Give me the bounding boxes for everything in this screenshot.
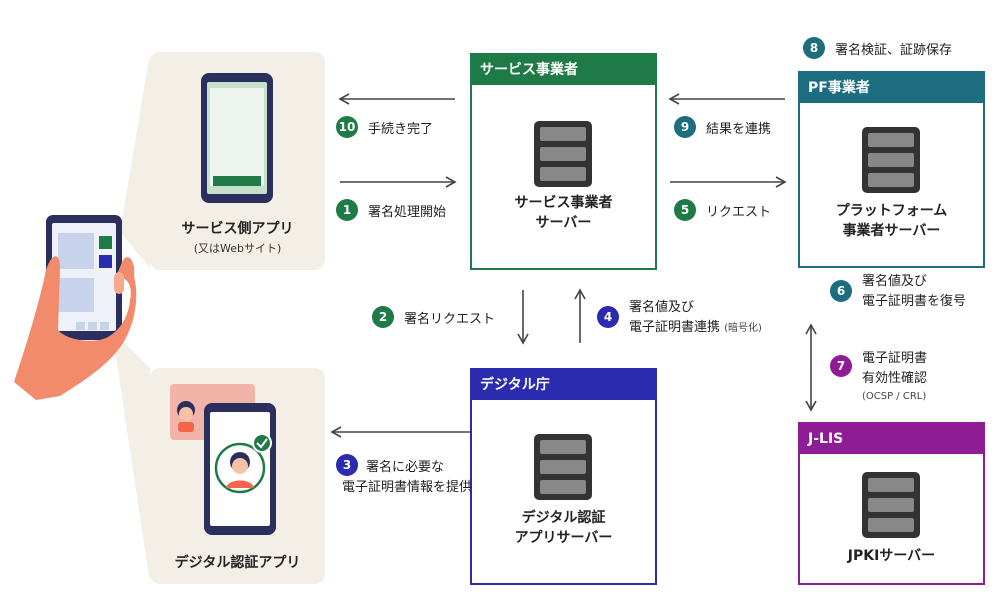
step-number: 3 <box>336 454 358 476</box>
server-icon <box>862 472 920 538</box>
step-number: 1 <box>336 199 358 221</box>
digital-app-title: デジタル認証アプリ <box>174 555 301 571</box>
step-label-line2: 電子証明書を復号 <box>862 294 967 309</box>
step-10: 10 手続き完了 <box>336 116 433 138</box>
step-label: 結果を連携 <box>706 121 772 137</box>
step-number: 6 <box>830 280 852 302</box>
step-label: 署名検証、証跡保存 <box>835 42 953 58</box>
service-provider-header: サービス事業者 <box>472 55 655 85</box>
step-number: 10 <box>336 116 358 138</box>
jlis-server-label: JPKIサーバー <box>847 548 936 564</box>
service-provider-box: サービス事業者 サービス事業者 サーバー <box>470 53 657 270</box>
step-number: 8 <box>803 37 825 59</box>
callout-wedge-top <box>120 52 150 268</box>
pf-provider-header: PF事業者 <box>800 73 983 103</box>
service-app-subtitle: (又はWebサイト) <box>193 242 282 255</box>
step-note: (暗号化) <box>724 323 762 334</box>
step-label-line1: 電子証明書 <box>862 351 928 366</box>
step-number: 5 <box>674 199 696 221</box>
step-label: 署名リクエスト <box>404 311 496 327</box>
step-5: 5 リクエスト <box>674 199 771 221</box>
step-label-line2: 電子証明書情報を提供 <box>342 480 473 495</box>
server-icon <box>534 121 592 187</box>
step-label: リクエスト <box>706 204 772 220</box>
step-label: 手続き完了 <box>368 121 434 137</box>
service-app-button <box>213 176 261 186</box>
step-1: 1 署名処理開始 <box>336 199 446 221</box>
step-label-line2: 電子証明書連携 (暗号化) <box>629 316 762 335</box>
digital-agency-box: デジタル庁 デジタル認証 アプリサーバー <box>470 368 657 585</box>
step-label-line2: 有効性確認 <box>862 371 928 386</box>
service-server-label-2: サーバー <box>535 215 592 231</box>
step-number: 9 <box>674 116 696 138</box>
step-label-text: 電子証明書連携 <box>629 320 721 335</box>
digital-server-label-2: アプリサーバー <box>514 530 613 546</box>
jlis-box: J-LIS JPKIサーバー <box>798 422 985 585</box>
step-9: 9 結果を連携 <box>674 116 771 138</box>
step-label: 署名処理開始 <box>368 204 447 220</box>
hand-icon <box>14 256 137 400</box>
step-label-line1: 署名値及び <box>629 300 695 315</box>
service-app-title: サービス側アプリ <box>181 221 294 237</box>
step-number: 2 <box>372 306 394 328</box>
service-server-label-1: サービス事業者 <box>514 195 613 211</box>
step-note: (OCSP / CRL) <box>862 391 927 402</box>
step-8: 8 署名検証、証跡保存 <box>803 37 952 59</box>
pf-provider-box: PF事業者 プラットフォーム 事業者サーバー <box>798 71 985 268</box>
step-number: 7 <box>830 355 852 377</box>
pf-server-label-2: 事業者サーバー <box>842 223 941 239</box>
step-label-line1: 署名に必要な <box>366 460 445 475</box>
check-icon <box>252 433 272 453</box>
server-icon <box>534 434 592 500</box>
pf-server-label-1: プラットフォーム <box>835 203 948 219</box>
callout-wedge-bottom <box>112 330 150 584</box>
step-2: 2 署名リクエスト <box>372 306 495 328</box>
digital-agency-header: デジタル庁 <box>472 370 655 400</box>
jlis-header: J-LIS <box>800 424 983 454</box>
step-label-line1: 署名値及び <box>862 274 928 289</box>
step-number: 4 <box>597 306 619 328</box>
server-icon <box>862 127 920 193</box>
digital-server-label-1: デジタル認証 <box>521 510 606 526</box>
